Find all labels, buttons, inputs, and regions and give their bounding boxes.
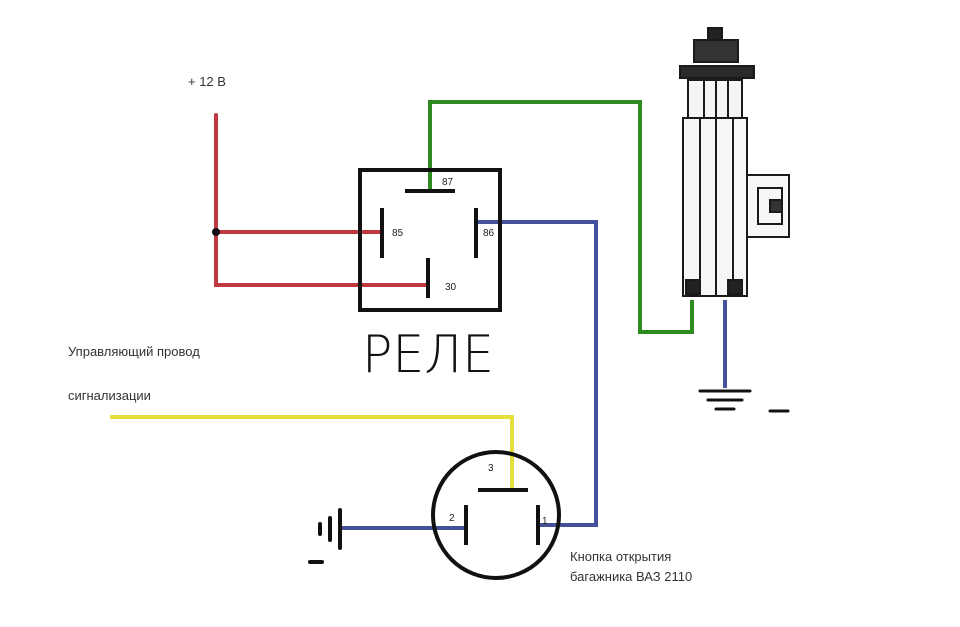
button-pin-1-label: 1 [542,516,548,527]
relay-pin-85-label: 85 [392,228,404,239]
wire-junction-dot [212,228,220,236]
blue-wire-86 [476,220,598,527]
power-label: + 12 В [188,74,226,89]
control-wire-label-line2: сигнализации [68,388,151,403]
button-pin-2-label: 2 [449,513,455,524]
relay-pin-86-label: 86 [483,228,495,239]
ground-symbol-button [308,508,342,564]
relay: 87 85 86 30 [358,168,502,312]
green-wire [428,100,694,334]
relay-pin-30-label: 30 [445,282,457,293]
trunk-button: 3 2 1 [431,450,561,580]
control-wire-label-line1: Управляющий провод [68,344,200,359]
button-label-line1: Кнопка открытия [570,549,671,564]
ground-symbol-actuator [698,389,790,413]
trunk-lock-actuator [679,27,790,297]
relay-box [358,168,502,312]
button-pin-3-label: 3 [488,463,494,474]
power-wires [214,113,430,287]
button-label-line2: багажника ВАЗ 2110 [570,569,692,584]
relay-title: РЕЛЕ [362,325,494,385]
relay-pin-87-label: 87 [442,177,454,188]
yellow-control-wire [110,415,514,488]
trunk-button-body [431,450,561,580]
